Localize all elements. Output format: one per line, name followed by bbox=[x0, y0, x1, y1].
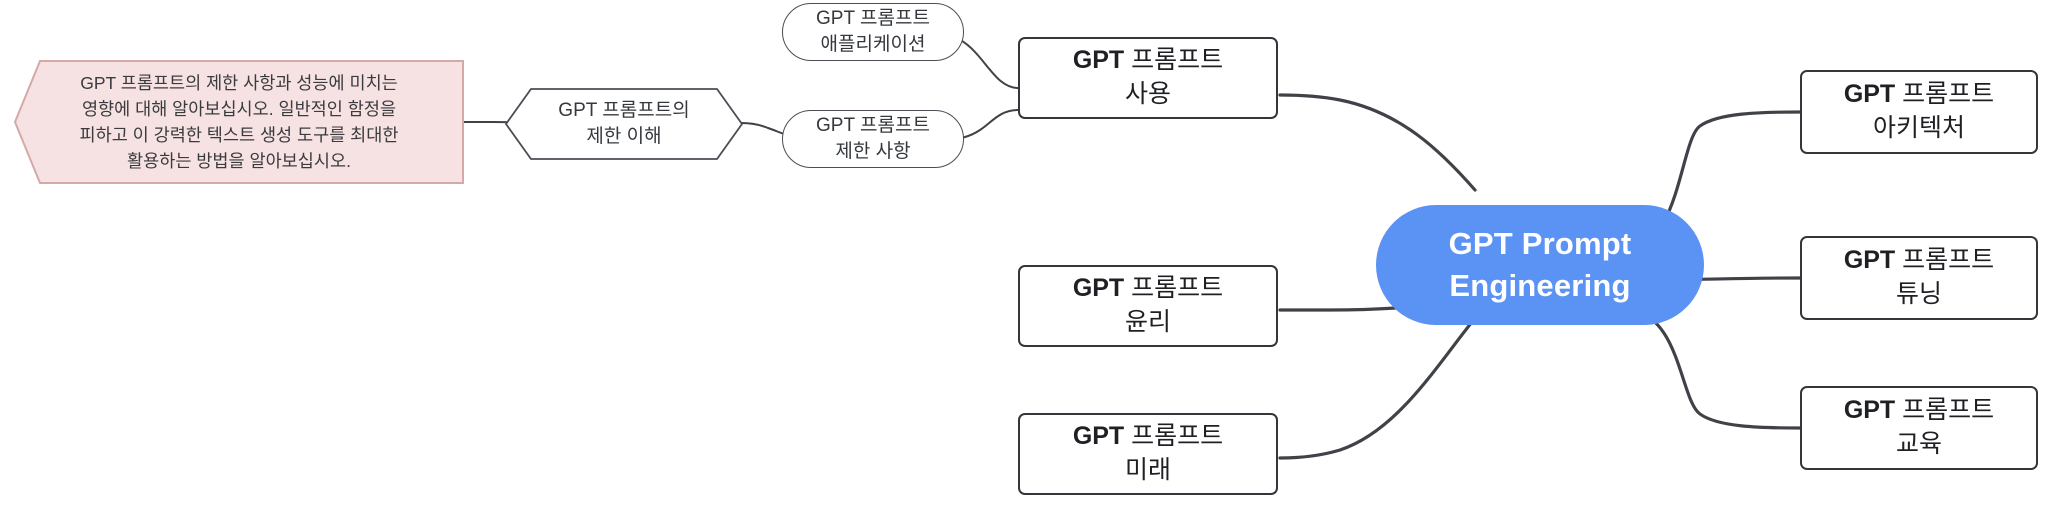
topic-future-prefix: GPT bbox=[1072, 422, 1125, 451]
edge-central-usage bbox=[1278, 93, 1477, 192]
topic-usage-label: 프롬프트 사용 bbox=[1124, 46, 1224, 108]
topic-education-prefix: GPT bbox=[1843, 396, 1896, 425]
note-limits[interactable]: GPT 프롬프트의 제한 사항과 성능에 미치는 영향에 대해 알아보십시오. … bbox=[14, 60, 464, 184]
hex-understanding-limits[interactable]: GPT 프롬프트의 제한 이해 bbox=[505, 88, 743, 160]
note-shape bbox=[14, 60, 464, 184]
topic-usage-prefix: GPT bbox=[1072, 46, 1125, 75]
hexagon-shape bbox=[505, 88, 743, 160]
note-text: GPT 프롬프트의 제한 사항과 성능에 미치는 영향에 대해 알아보십시오. … bbox=[79, 72, 399, 172]
topic-education-label: 프롬프트 교육 bbox=[1895, 396, 1995, 458]
topic-ethics-label: 프롬프트 윤리 bbox=[1124, 274, 1224, 336]
topic-usage[interactable]: GPT 프롬프트 사용 bbox=[1018, 37, 1278, 119]
topic-tuning-label: 프롬프트 튜닝 bbox=[1895, 246, 1995, 308]
topic-ethics[interactable]: GPT 프롬프트 윤리 bbox=[1018, 265, 1278, 347]
topic-education[interactable]: GPT 프롬프트 교육 bbox=[1800, 386, 2038, 470]
topic-architecture[interactable]: GPT 프롬프트 아키텍처 bbox=[1800, 70, 2038, 154]
topic-tuning-prefix: GPT bbox=[1843, 246, 1896, 275]
hex-label: GPT 프롬프트의 제한 이해 bbox=[558, 100, 690, 147]
edge-central-education bbox=[1623, 308, 1802, 430]
topic-future-label: 프롬프트 미래 bbox=[1124, 422, 1224, 484]
central-node[interactable]: GPT Prompt Engineering bbox=[1376, 205, 1704, 325]
topic-architecture-label: 프롬프트 아키텍처 bbox=[1872, 80, 1995, 142]
sub-node-limitations[interactable]: GPT 프롬프트 제한 사항 bbox=[782, 110, 964, 168]
topic-future[interactable]: GPT 프롬프트 미래 bbox=[1018, 413, 1278, 495]
topic-ethics-prefix: GPT bbox=[1072, 274, 1125, 303]
topic-architecture-prefix: GPT bbox=[1843, 80, 1896, 109]
edge-central-future bbox=[1278, 310, 1482, 460]
sub-node-application[interactable]: GPT 프롬프트 애플리케이션 bbox=[782, 3, 964, 61]
topic-tuning[interactable]: GPT 프롬프트 튜닝 bbox=[1800, 236, 2038, 320]
